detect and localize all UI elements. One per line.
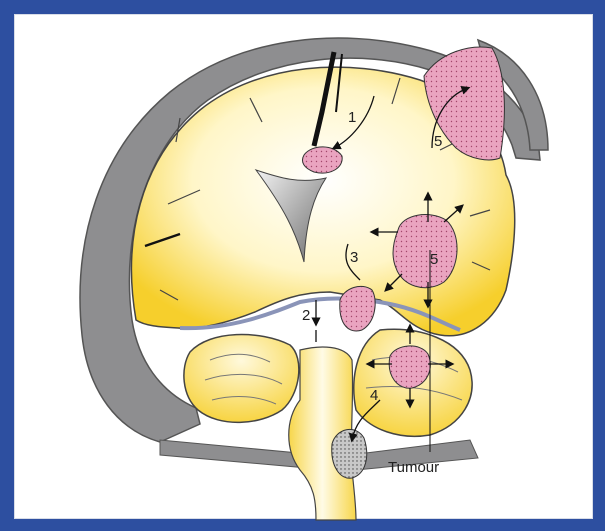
tumour-cerebellar <box>389 346 430 388</box>
label-1: 1 <box>348 109 356 126</box>
tumour-label: Tumour <box>388 459 439 476</box>
tumour-uncal <box>340 286 375 331</box>
tonsillar-herniation <box>332 429 367 478</box>
label-4: 4 <box>370 387 378 404</box>
label-5-extradural: 5 <box>434 133 442 150</box>
label-3: 3 <box>350 249 358 266</box>
cerebellum-left <box>184 335 299 423</box>
label-5-central: 5 <box>430 251 438 268</box>
tumour-central <box>393 215 457 288</box>
label-2: 2 <box>302 307 310 324</box>
tumour-subfalcine <box>302 147 342 173</box>
